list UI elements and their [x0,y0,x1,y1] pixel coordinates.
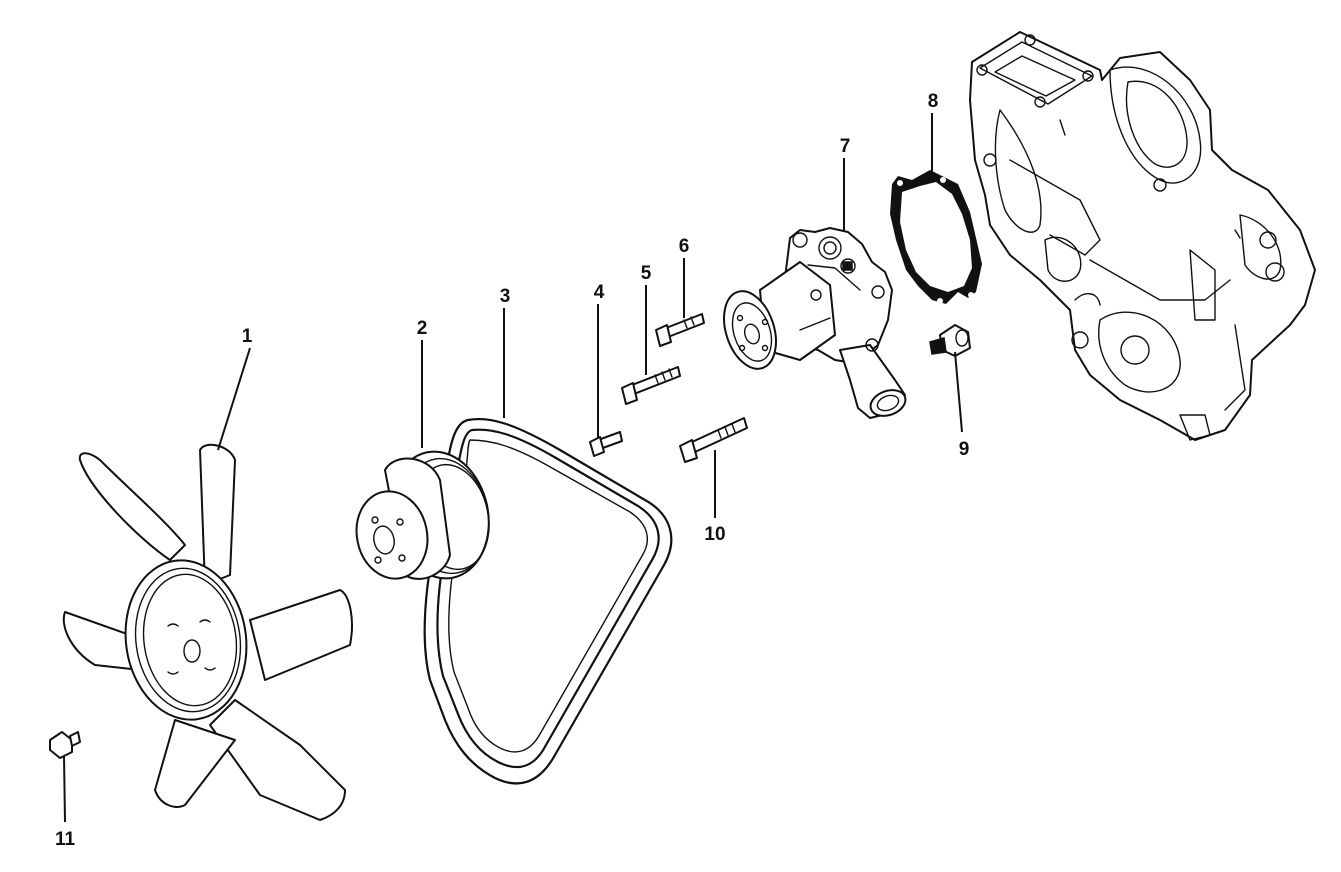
callout-3: 3 [500,286,511,307]
leader-lines [63,113,963,823]
callout-6: 6 [679,236,690,257]
gasket-icon [890,170,982,304]
bolt-icon [655,313,705,347]
callout-9: 9 [959,439,970,460]
pulley-icon [355,450,490,580]
callout-4: 4 [594,282,605,303]
callout-11: 11 [55,829,76,850]
callout-1: 1 [242,326,253,347]
bolt-icon [679,417,748,463]
drain-plug-icon [49,731,81,759]
bolt-icon [589,431,623,457]
bolt-icon [621,366,681,405]
callout-7: 7 [840,136,851,157]
callout-10: 10 [704,524,725,545]
callout-5: 5 [641,263,652,284]
engine-cover-icon [969,31,1316,441]
fan-icon [62,443,353,821]
callout-8: 8 [928,91,939,112]
callout-2: 2 [417,318,428,339]
temperature-sensor-icon [929,324,971,357]
water-pump-icon [723,227,907,419]
